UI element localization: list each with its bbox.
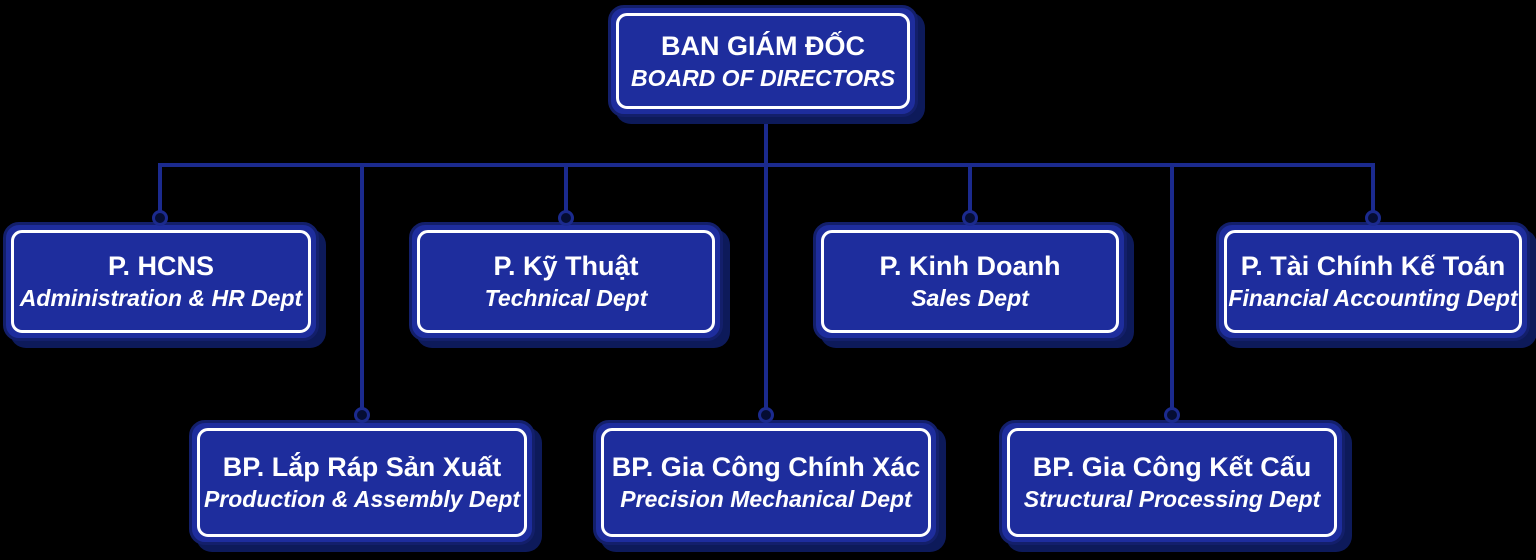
node-subtitle: Sales Dept: [911, 285, 1029, 312]
connector-junction-dot: [152, 210, 168, 226]
connector-junction-dot: [1164, 407, 1180, 423]
node-title: P. HCNS: [107, 251, 215, 282]
node-title: BAN GIÁM ĐỐC: [661, 30, 865, 61]
org-node-structural-processing-dept: BP. Gia Công Kết Cấu Structural Processi…: [999, 420, 1345, 545]
connector-junction-dot: [758, 407, 774, 423]
org-node-sales-dept: P. Kinh Doanh Sales Dept: [813, 222, 1127, 341]
org-node-board-of-directors: BAN GIÁM ĐỐC BOARD OF DIRECTORS: [608, 5, 918, 117]
node-subtitle: Precision Mechanical Dept: [620, 486, 912, 513]
connector-drop-subdept-1: [360, 163, 364, 409]
org-node-financial-accounting-dept: P. Tài Chính Kế Toán Financial Accountin…: [1216, 222, 1530, 341]
node-title: P. Kỹ Thuật: [493, 251, 639, 282]
node-title: BP. Gia Công Kết Cấu: [1032, 452, 1312, 483]
node-title: BP. Gia Công Chính Xác: [611, 452, 921, 483]
connector-drop-dept-2: [564, 163, 568, 213]
connector-junction-dot: [962, 210, 978, 226]
connector-junction-dot: [558, 210, 574, 226]
connector-drop-subdept-2: [764, 163, 768, 409]
node-subtitle: Technical Dept: [484, 285, 648, 312]
connector-drop-dept-4: [1371, 163, 1375, 213]
org-node-production-assembly-dept: BP. Lắp Ráp Sản Xuất Production & Assemb…: [189, 420, 535, 545]
org-node-admin-hr-dept: P. HCNS Administration & HR Dept: [3, 222, 319, 341]
connector-drop-dept-1: [158, 163, 162, 213]
node-subtitle: Structural Processing Dept: [1023, 486, 1321, 513]
node-subtitle: Administration & HR Dept: [19, 285, 303, 312]
connector-drop-subdept-3: [1170, 163, 1174, 409]
org-node-technical-dept: P. Kỹ Thuật Technical Dept: [409, 222, 723, 341]
connector-drop-dept-3: [968, 163, 972, 213]
node-title: BP. Lắp Ráp Sản Xuất: [222, 452, 502, 483]
node-subtitle: Financial Accounting Dept: [1228, 285, 1518, 312]
node-subtitle: Production & Assembly Dept: [203, 486, 521, 513]
org-node-precision-mechanical-dept: BP. Gia Công Chính Xác Precision Mechani…: [593, 420, 939, 545]
connector-junction-dot: [1365, 210, 1381, 226]
node-subtitle: BOARD OF DIRECTORS: [630, 64, 896, 91]
node-title: P. Tài Chính Kế Toán: [1240, 251, 1506, 282]
connector-junction-dot: [354, 407, 370, 423]
node-title: P. Kinh Doanh: [879, 251, 1061, 282]
connector-root-stem: [764, 114, 768, 165]
